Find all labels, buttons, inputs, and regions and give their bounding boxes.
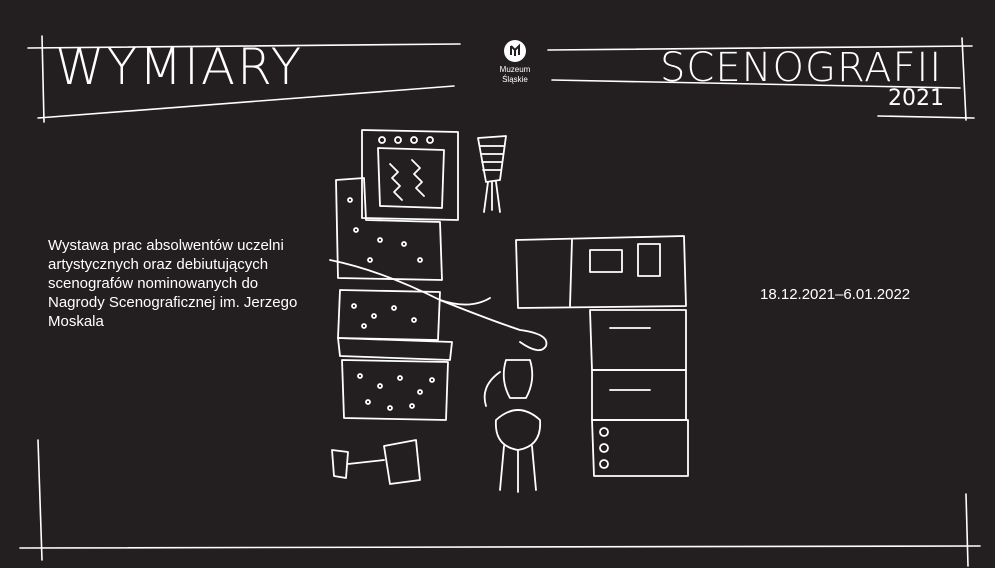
exhibition-description: Wystawa prac absolwentów uczelni artysty… (48, 237, 298, 330)
museum-logo-icon (504, 40, 526, 62)
scenography-illustration (329, 129, 689, 493)
exhibition-title-left: WYMIARY (55, 38, 304, 96)
museum-logo-line2: Śląskie (502, 75, 528, 84)
museum-logo[interactable]: Muzeum Śląskie (490, 40, 540, 85)
exhibition-year: 2021 (888, 86, 944, 111)
exhibition-title-right: SCENOGRAFII (660, 45, 943, 91)
exhibition-dates: 18.12.2021–6.01.2022 (760, 286, 911, 303)
museum-logo-line1: Muzeum (499, 65, 531, 74)
